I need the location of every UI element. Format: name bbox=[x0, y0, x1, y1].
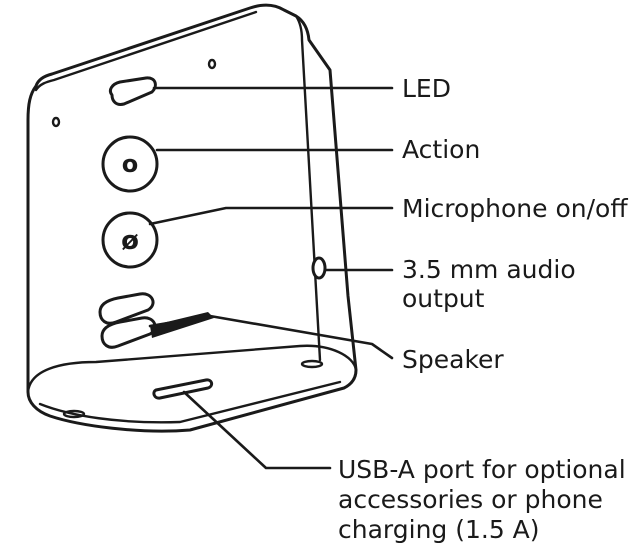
label-usb-line1: USB-A port for optional bbox=[338, 455, 626, 484]
audio-jack bbox=[311, 256, 327, 280]
speaker-slot-lower bbox=[100, 316, 157, 349]
leader-lines bbox=[148, 86, 394, 470]
action-button-glyph: o bbox=[122, 150, 139, 178]
label-microphone: Microphone on/off bbox=[402, 194, 628, 223]
microphone-leader bbox=[148, 206, 394, 226]
label-speaker: Speaker bbox=[402, 345, 504, 374]
bottom-face-edge bbox=[38, 380, 342, 424]
microphone-button-glyph: ø bbox=[121, 226, 139, 256]
led-slot bbox=[108, 76, 157, 106]
left-pinhole bbox=[51, 116, 61, 128]
top-edge bbox=[34, 10, 258, 92]
top-pinhole bbox=[207, 58, 217, 70]
usb-port bbox=[152, 378, 214, 400]
microphone-button bbox=[101, 211, 159, 269]
label-audio-line1: 3.5 mm audio bbox=[402, 255, 576, 284]
label-led: LED bbox=[402, 74, 451, 103]
bottom-rim bbox=[26, 344, 358, 394]
speaker-slot-upper bbox=[98, 292, 155, 325]
speaker-leader bbox=[148, 314, 394, 360]
label-audio-line2: output bbox=[402, 284, 485, 313]
device-body: o ø bbox=[26, 3, 358, 433]
foot-right bbox=[300, 359, 324, 369]
action-button bbox=[101, 135, 159, 193]
labels: LED Action Microphone on/off 3.5 mm audi… bbox=[338, 74, 628, 544]
usb-leader bbox=[182, 390, 332, 470]
foot-left bbox=[62, 409, 86, 419]
label-usb-line3: charging (1.5 A) bbox=[338, 515, 540, 544]
label-action: Action bbox=[402, 135, 480, 164]
side-edge bbox=[294, 14, 322, 362]
label-usb-line2: accessories or phone bbox=[338, 485, 603, 514]
